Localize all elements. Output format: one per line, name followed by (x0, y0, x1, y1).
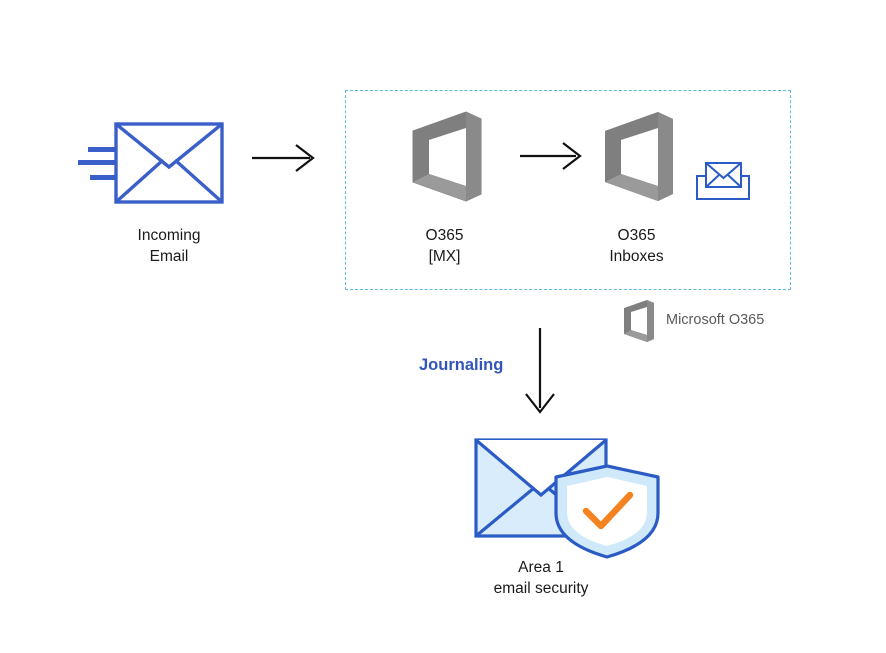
o365-boundary-box (345, 90, 791, 290)
label-journaling: Journaling (419, 356, 504, 374)
legend-label-microsoft-o365: Microsoft O365 (666, 312, 765, 328)
label-incoming-email: Incoming Email (137, 227, 201, 265)
arrow-down-icon (525, 328, 555, 414)
envelope-shield-icon (474, 438, 660, 559)
label-area1-email-security: Area 1 email security (493, 559, 589, 597)
motion-lines-icon (78, 147, 122, 180)
office-365-icon-legend (624, 300, 654, 342)
arrow-right-icon-1 (252, 144, 315, 172)
label-o365-inboxes: O365 Inboxes (609, 227, 664, 265)
label-o365-mx: O365 [MX] (425, 227, 464, 265)
envelope-icon (114, 122, 224, 204)
